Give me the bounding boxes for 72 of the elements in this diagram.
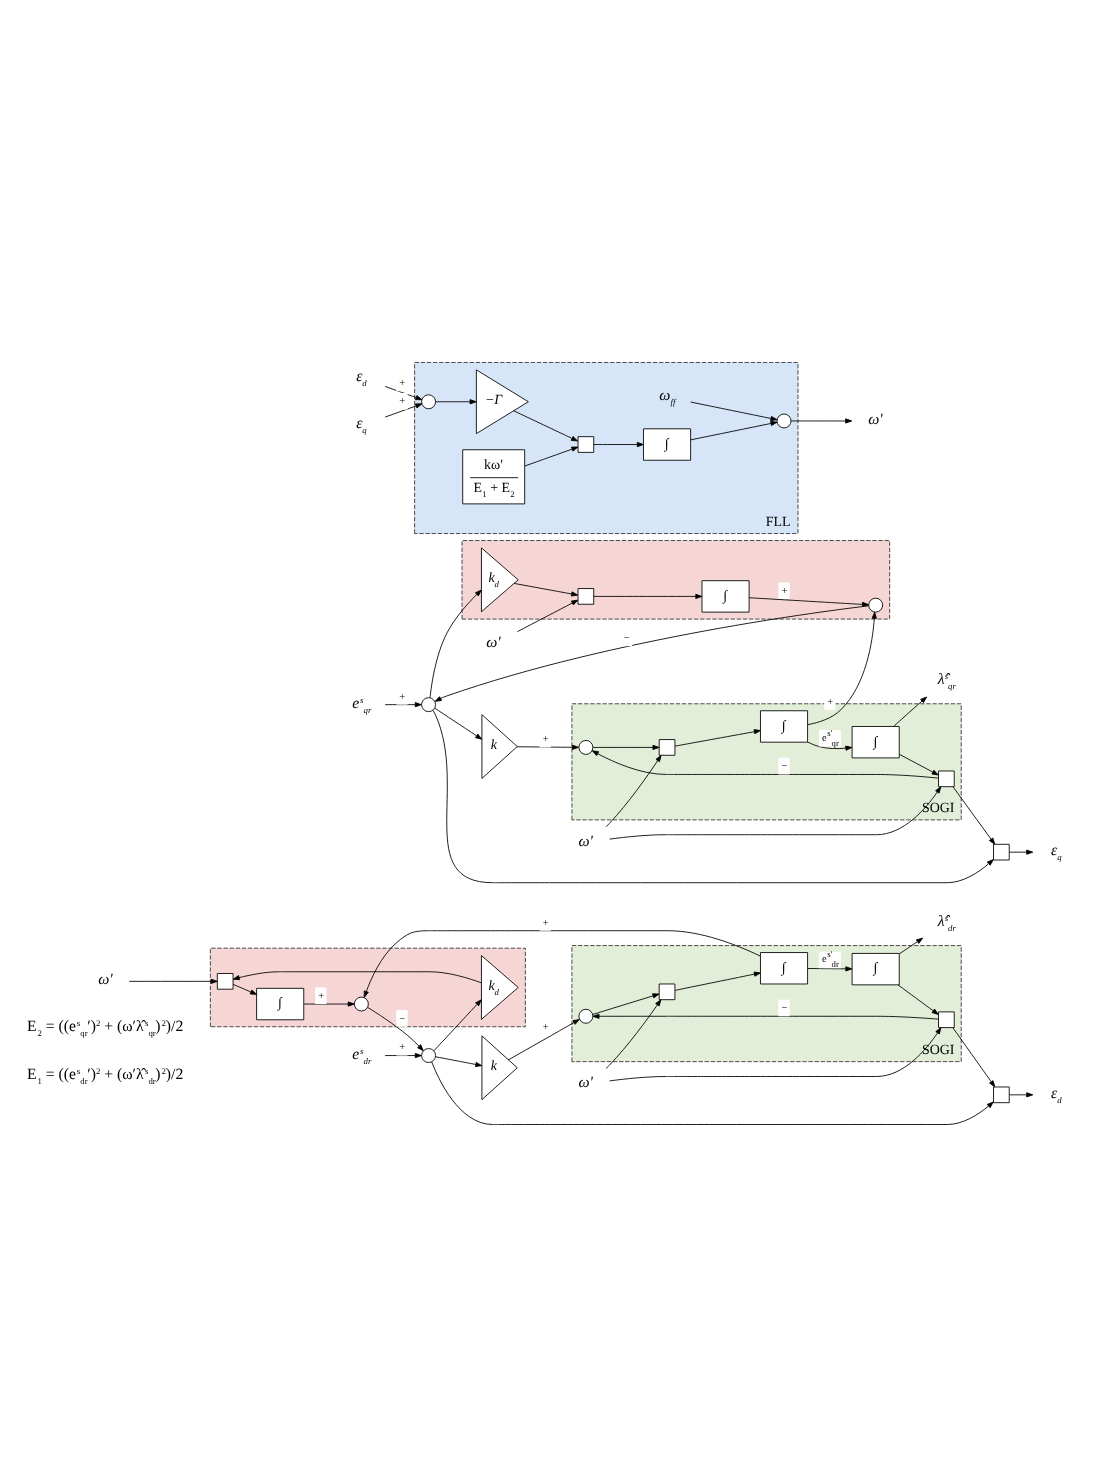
arrow [897,984,939,1015]
node-circle [578,740,594,755]
arrow [592,1013,939,1020]
arrow [128,978,218,984]
node-circle [353,996,369,1012]
arrow [592,993,660,1015]
arrow [363,930,761,998]
arrow [893,696,928,727]
arrow [899,937,924,955]
arrow [524,446,579,467]
node-box [993,1086,1010,1104]
arrow [434,707,483,740]
node-text: ω' [868,409,883,428]
arrow [593,593,703,599]
arrow [952,786,996,845]
node-box [993,843,1010,861]
arrow [690,420,778,441]
arrow [1009,1092,1034,1098]
arrow [303,1001,355,1007]
node-circle [868,597,884,613]
arrow [513,410,579,442]
arrow [605,755,662,828]
node-circle [421,697,436,713]
arrow [434,605,870,702]
arrow [513,583,579,597]
node-text: ω' [578,831,593,850]
arrow [384,702,422,708]
node-box [216,973,234,990]
node-box [577,436,595,453]
arrow [435,1056,483,1068]
arrow [384,403,423,418]
arrow [367,1007,424,1052]
arrow [516,744,579,750]
arrow [807,966,853,972]
node-circle [421,394,436,410]
arrow [605,999,662,1069]
arrow [435,399,477,405]
arrow [429,589,482,698]
node-text: ω' [98,970,113,989]
arrow [516,599,579,633]
arrow [593,441,644,448]
node-box [577,588,595,605]
arrow [384,1052,422,1059]
node-text: ω' [486,632,501,651]
node-box [938,1011,955,1029]
arrow [592,744,660,750]
arrow [952,1027,996,1088]
arrow [431,1061,994,1125]
arrow [609,1027,942,1082]
arrow [432,709,994,884]
arrow [899,753,939,776]
arrow [232,971,482,984]
node-circle [578,1008,594,1024]
node-circle [421,1048,436,1063]
node-circle [776,413,792,429]
arrow [690,401,778,421]
arrow [748,597,869,607]
arrow [790,418,853,424]
arrow [384,386,423,401]
arrow [609,786,942,840]
node-box [938,770,955,788]
node-box [658,983,676,1001]
arrow [1009,849,1034,855]
arrow [674,729,761,747]
arrow [591,750,939,779]
arrow [807,741,853,751]
node-box [658,739,676,756]
arrow [433,999,482,1052]
node-text: ω' [578,1073,593,1092]
arrow [807,611,877,726]
arrow [674,971,761,991]
arrow [232,984,258,995]
